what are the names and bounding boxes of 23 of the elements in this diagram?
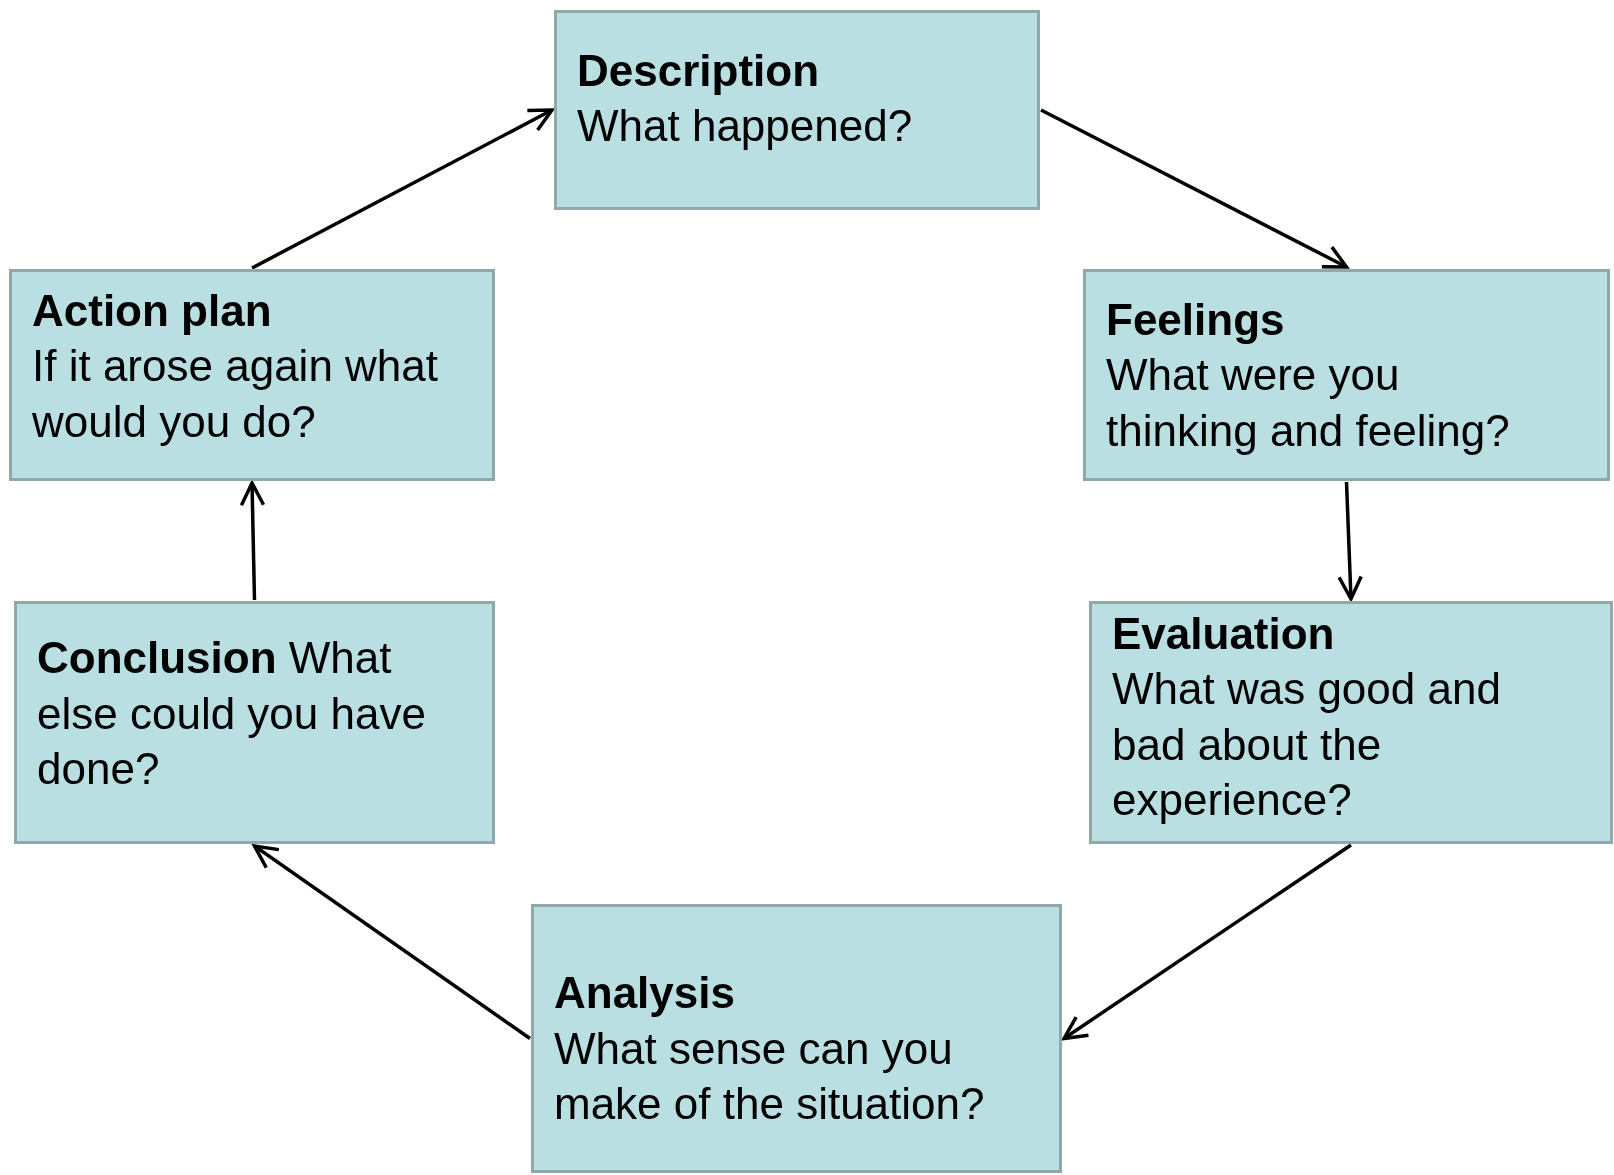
- process-box: [1089, 601, 1613, 844]
- box-text: Conclusion What else could you have done?: [37, 632, 427, 796]
- box-text: What sense can you make of the situation?: [554, 1022, 986, 1131]
- arrow: [252, 844, 531, 1040]
- box-heading: Feelings: [1106, 293, 1286, 346]
- process-box: [14, 601, 495, 844]
- box-text: If it arose again what would you do?: [32, 340, 439, 448]
- box-text: What happened?: [577, 100, 914, 152]
- box-heading: Analysis: [554, 967, 736, 1020]
- box-heading: Evaluation: [1112, 607, 1336, 660]
- arrow: [251, 108, 554, 270]
- box-text: What was good and bad about the experience?: [1112, 663, 1502, 826]
- arrow: [1337, 481, 1363, 601]
- box-heading: Action plan: [32, 284, 273, 337]
- process-box: [9, 269, 495, 481]
- arrow: [1040, 108, 1349, 269]
- box-heading: Description: [577, 44, 821, 97]
- process-box: [554, 10, 1040, 210]
- arrow: [1062, 843, 1352, 1041]
- arrow: [239, 481, 266, 601]
- process-box: [1083, 269, 1610, 481]
- process-box: [531, 904, 1062, 1173]
- box-text: What were you thinking and feeling?: [1106, 349, 1511, 457]
